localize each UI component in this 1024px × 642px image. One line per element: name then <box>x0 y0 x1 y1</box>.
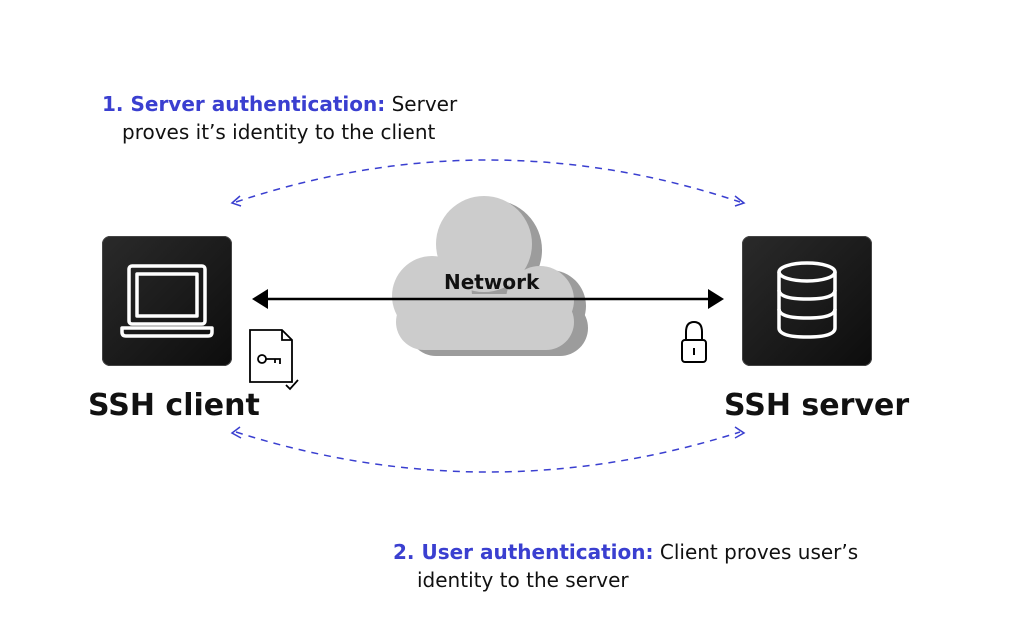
database-icon <box>777 261 837 339</box>
network-connection-arrow <box>252 289 724 309</box>
user-authentication-text-line2: identity to the server <box>417 568 629 592</box>
ssh-client-box <box>102 236 232 366</box>
key-document-icon <box>249 329 299 391</box>
user-authentication-caption: 2. User authentication: Client proves us… <box>393 538 913 594</box>
server-authentication-text-line2: proves it’s identity to the client <box>122 120 436 144</box>
server-authentication-text-line1: Server <box>391 92 458 116</box>
user-authentication-title: 2. User authentication: <box>393 540 654 564</box>
network-label: Network <box>444 270 540 294</box>
server-authentication-caption: 1. Server authentication: Server proves … <box>102 90 482 146</box>
padlock-icon <box>681 320 707 363</box>
ssh-server-box <box>742 236 872 366</box>
ssh-server-label: SSH server <box>724 388 910 423</box>
user-authentication-text-line1: Client proves user’s <box>659 540 859 564</box>
server-auth-arc <box>230 159 746 207</box>
user-auth-arc <box>230 426 746 473</box>
ssh-client-label: SSH client <box>88 388 260 423</box>
laptop-icon <box>120 264 214 338</box>
server-authentication-title: 1. Server authentication: <box>102 92 386 116</box>
